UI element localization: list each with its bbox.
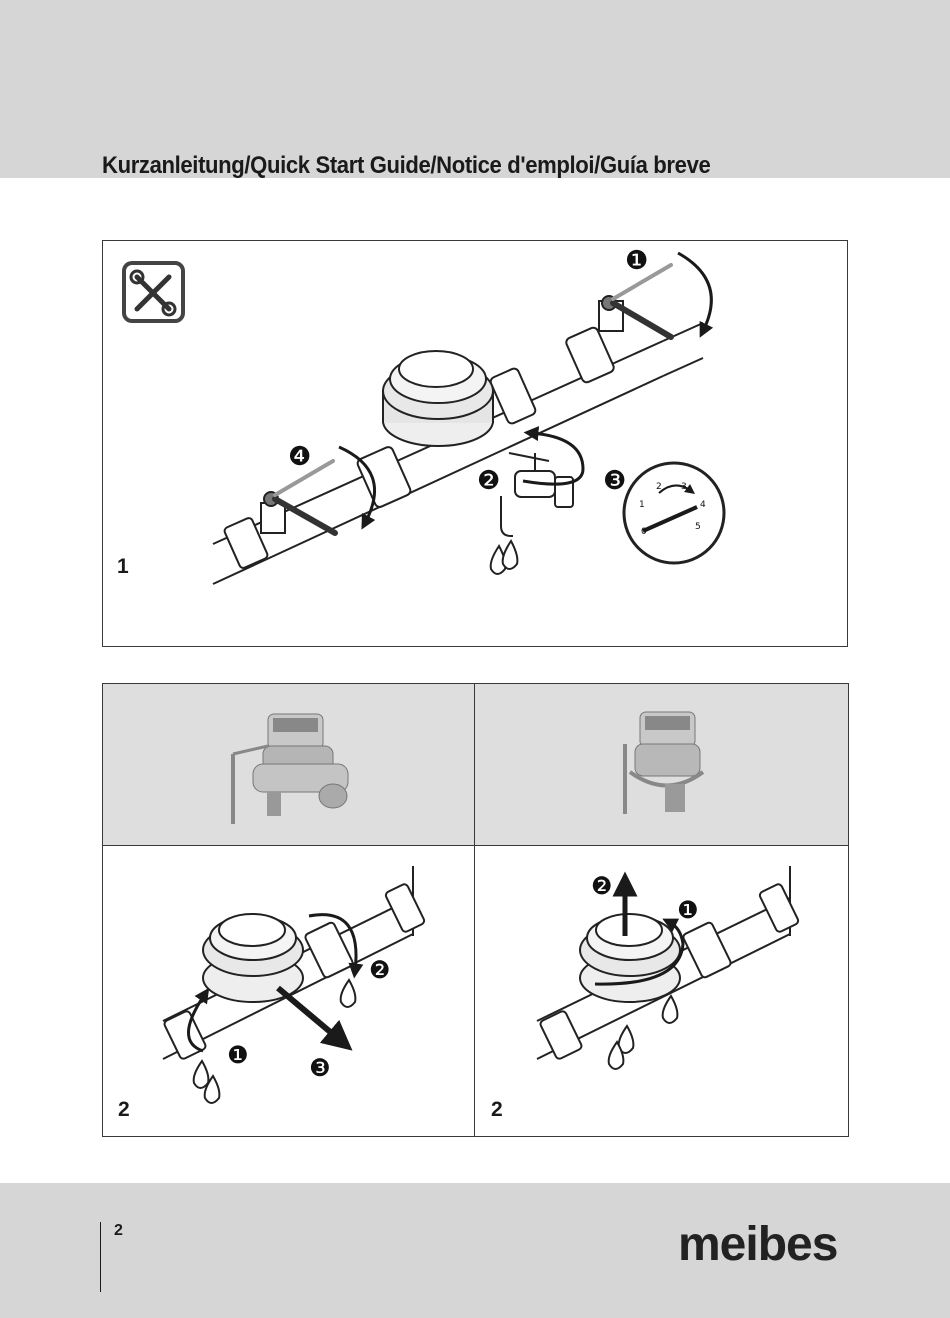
- callout-1: ❶: [625, 246, 648, 276]
- drawing-step-2-left: ❶ ❷ ❸ 2: [103, 846, 475, 1136]
- gauge-tick-4: 4: [700, 500, 706, 510]
- shutoff-valve-left: [260, 459, 338, 536]
- footer-divider: [100, 1222, 101, 1292]
- brand-logo: meibes: [678, 1218, 838, 1271]
- gauge-tick-3: 3: [681, 482, 687, 492]
- callout-3: ❸: [603, 466, 626, 496]
- rotate-arrow-2: [522, 426, 585, 486]
- photo-meter-sealed: [103, 684, 475, 846]
- callout-3: ❸: [309, 1054, 331, 1082]
- gauge-tick-5: 5: [695, 522, 701, 532]
- rotate-arrow-4: [338, 445, 377, 530]
- callout-2: ❷: [369, 956, 391, 984]
- panel-step-1: ❶ ❷ ❸ ❹ 0 1 2 3 4 5 1: [102, 240, 848, 647]
- pressure-gauge: [622, 461, 726, 565]
- step-label-2-left: 2: [118, 1098, 130, 1121]
- callout-2: ❷: [477, 466, 500, 496]
- drawing-step-2-right: ❶ ❷ 2: [475, 846, 848, 1136]
- photo-meter-opened: [475, 684, 848, 846]
- step-label-1: 1: [117, 555, 129, 578]
- panel-step-2: ❶ ❷ ❸ 2: [102, 683, 849, 1137]
- gauge-tick-1: 1: [639, 500, 645, 510]
- pipe-fittings: [223, 326, 615, 569]
- gauge-tick-0: 0: [641, 527, 647, 537]
- footer-band: [0, 1183, 950, 1318]
- shutoff-valve-right: [598, 263, 674, 340]
- callout-1: ❶: [677, 896, 699, 924]
- cover-removal-drawing: ❶ ❷: [536, 866, 800, 1070]
- tools-icon: [122, 261, 185, 323]
- callout-1: ❶: [227, 1041, 249, 1069]
- brand-name: meibes: [678, 1218, 837, 1271]
- header-band: [0, 0, 950, 178]
- meter-photo-left: [231, 713, 349, 824]
- water-drops-icon: [489, 539, 519, 575]
- meter-photo-right: [623, 711, 705, 814]
- step-label-2-right: 2: [491, 1098, 503, 1121]
- water-meter: [382, 350, 494, 447]
- gauge-tick-2: 2: [656, 482, 662, 492]
- page-number: 2: [114, 1222, 123, 1239]
- installation-drawing: ❶ ❷ ❸ ❹ 0 1 2 3 4 5: [122, 246, 726, 585]
- callout-2: ❷: [591, 872, 613, 900]
- rotate-arrow-1: [677, 251, 714, 338]
- water-tap: [500, 452, 574, 537]
- callout-4: ❹: [288, 442, 311, 472]
- page-title: Kurzanleitung/Quick Start Guide/Notice d…: [102, 152, 711, 179]
- dismount-drawing: ❶ ❷ ❸: [162, 866, 426, 1104]
